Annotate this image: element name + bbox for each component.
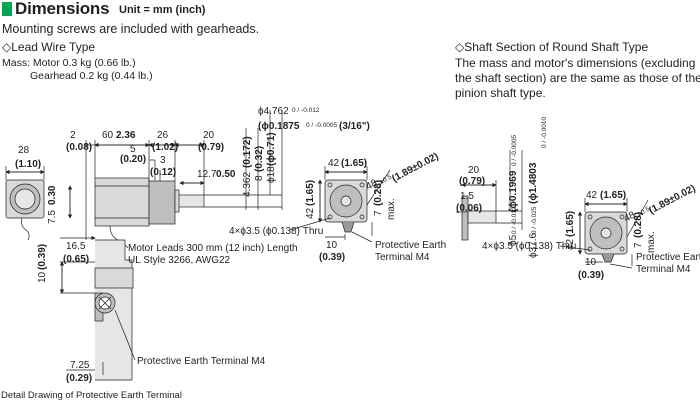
detail-dim-7-25-in: (0.29) (66, 373, 92, 384)
motor-front-view (5, 166, 45, 241)
detail-caption: Detail Drawing of Protective Earth Termi… (1, 390, 182, 401)
shaft-pe-label: Protective Earth (636, 252, 700, 263)
dim-26-in: (1.02) (152, 142, 178, 153)
dim-max: max. (386, 198, 397, 220)
shaft-dim-48-in: (1.89±0.02) (647, 183, 697, 217)
dim-28: 28 (18, 145, 30, 156)
dim-3: 3 (160, 155, 166, 166)
dim-20-in: (0.79) (198, 142, 224, 153)
dim-10: 10 (326, 240, 338, 251)
dim-phi18-in: (ϕ0.71) (266, 132, 277, 166)
dim-8: 8 (254, 175, 265, 181)
shaft-dim-42-in: (1.65) (600, 190, 626, 201)
dim-8-in: (0.32) (254, 146, 265, 172)
dim-frac: (3/16") (339, 121, 370, 132)
shaft-dim-20: 20 (468, 165, 480, 176)
dim-phi18: ϕ18 (266, 166, 277, 183)
pe-label: Protective Earth (375, 240, 446, 251)
dim-42: 42 (328, 158, 340, 169)
section-marker (2, 2, 12, 16)
shaft-phi376: ϕ37.6 (528, 232, 539, 258)
lead-wire-title: ◇Lead Wire Type (2, 40, 96, 54)
shaft-pe-label-2: Terminal M4 (636, 264, 691, 275)
motor-side-view (60, 110, 283, 249)
dim-3-in: (0.12) (150, 167, 176, 178)
earth-terminal-detail (59, 239, 136, 381)
leads-note: Motor Leads 300 mm (12 inch) Length (128, 243, 298, 254)
unit-label: Unit = mm (inch) (119, 4, 206, 16)
dim-42-v-in: (1.65) (305, 180, 316, 206)
dim-5-in: (0.20) (120, 154, 146, 165)
holes-note: 4×ϕ3.5 (ϕ0.138) Thru (229, 226, 323, 237)
shaft-phi14803: (ϕ1.4803 (528, 162, 539, 204)
shaft-tol5: 0 / -0.012 (511, 206, 518, 234)
dim-16-5: 16.5 (66, 241, 86, 252)
shaft-desc-1: The mass and motor's dimensions (excludi… (455, 56, 696, 70)
motor-flange-view (289, 166, 391, 243)
dim-7-5: 7.5 (47, 210, 58, 224)
mass-motor: Mass: Motor 0.3 kg (0.66 lb.) (2, 57, 136, 69)
shaft-dim-7: 7 (633, 242, 644, 248)
shaft-tol14803: 0 / -0.0010 (541, 117, 548, 148)
shaft-dim-48: 48 (622, 210, 637, 225)
dim-5: 5 (130, 144, 136, 155)
dim-48: 48 (364, 178, 379, 193)
dim-42-in: (1.65) (341, 158, 367, 169)
shaft-tol1969: 0 / -0.0005 (511, 135, 518, 166)
dim-48-in: (1.89±0.02) (390, 151, 440, 185)
detail-dim-10: 10 (37, 271, 48, 283)
dim-2: 2 (70, 130, 76, 141)
dim-12-7-in: 0.50 (216, 169, 236, 180)
shaft-dim-7-in: (0.28) (633, 212, 644, 238)
detail-pe-label: Protective Earth Terminal M4 (137, 356, 266, 367)
shaft-desc-2: the shaft section) are the same as those… (455, 71, 700, 85)
dim-60: 60 (102, 130, 114, 141)
dim-phi1875: (ϕ0.1875 (258, 121, 300, 132)
dim-7-in: (0.28) (373, 180, 384, 206)
dim-4-362: 4.362 (242, 172, 253, 197)
ul-note: UL Style 3266, AWG22 (128, 255, 231, 266)
shaft-title: ◇Shaft Section of Round Shaft Type (455, 40, 649, 54)
shaft-dim-1-5: 1.5 (460, 191, 474, 202)
dim-4-362-in: (0.172) (242, 136, 253, 168)
shaft-dim-42-v: 42 (565, 238, 576, 250)
shaft-flange-view (559, 198, 649, 269)
shaft-dim-10-in: (0.39) (578, 270, 604, 281)
shaft-tol376: 0 / -0.025 (531, 206, 538, 234)
dim-26: 26 (157, 130, 169, 141)
dim-28-in: (1.10) (15, 159, 41, 170)
shaft-phi1969: (ϕ0.1969 (508, 170, 519, 212)
shaft-dim-20-in: (0.79) (459, 176, 485, 187)
dim-2-in: (0.08) (66, 142, 92, 153)
intro-text: Mounting screws are included with gearhe… (2, 22, 260, 36)
dim-phi4762: ϕ4.762 (258, 106, 289, 117)
dim-10-in: (0.39) (319, 252, 345, 263)
dim-16-5-in: (0.65) (63, 254, 89, 265)
shaft-dim-42: 42 (586, 190, 598, 201)
pe-label-2: Terminal M4 (375, 252, 430, 263)
detail-dim-10-in: (0.39) (37, 244, 48, 270)
shaft-desc-3: pinion shaft type. (455, 86, 546, 100)
dim-20: 20 (203, 130, 215, 141)
shaft-side-view (456, 150, 523, 241)
shaft-phi5: ϕ5 (508, 234, 519, 246)
detail-dim-7-25: 7.25 (70, 360, 90, 371)
page-title: Dimensions (15, 0, 110, 18)
dim-12-7: 12.7 (197, 169, 217, 180)
tol-4762: 0 / -0.012 (292, 107, 320, 114)
dim-7: 7 (373, 210, 384, 216)
shaft-dim-1-5-in: (0.06) (456, 203, 482, 214)
shaft-dim-10: 10 (585, 257, 597, 268)
shaft-holes-note: 4×ϕ3.5 (ϕ0.138) Thru (482, 241, 576, 252)
mass-gearhead: Gearhead 0.2 kg (0.44 lb.) (30, 70, 153, 82)
dim-7-5-in: 0.30 (47, 185, 58, 205)
dim-42-v: 42 (305, 207, 316, 219)
shaft-dim-max: max. (646, 231, 657, 253)
dim-60-in: 2.36 (116, 130, 136, 141)
shaft-dim-42-v-in: (1.65) (565, 211, 576, 237)
tol-1875: 0 / -0.0005 (306, 122, 337, 129)
